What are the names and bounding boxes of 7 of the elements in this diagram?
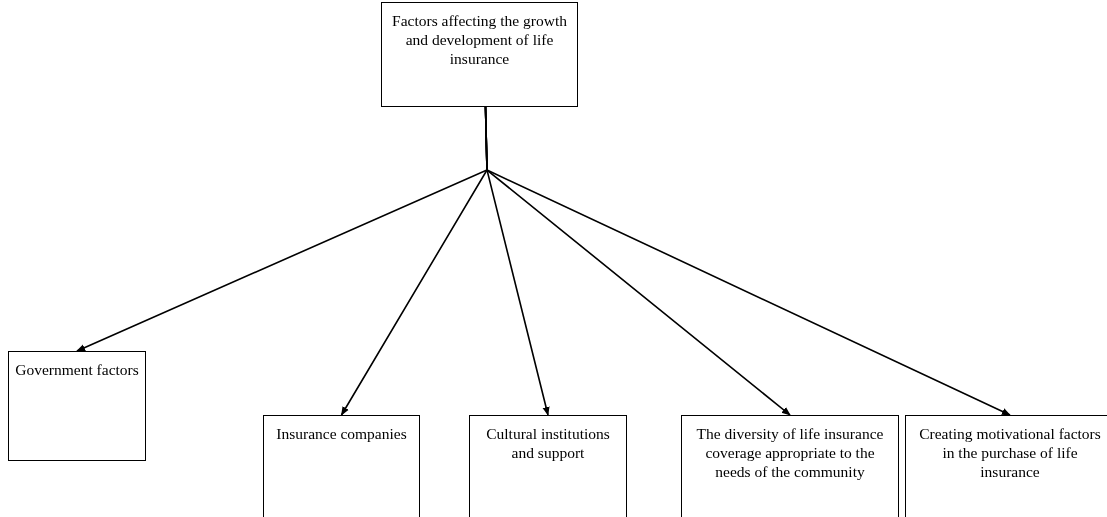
text-box: Insurance companies [263, 415, 420, 517]
text-box: Creating motivational factors in the purchase of life insurance [905, 415, 1107, 517]
text-box: Factors affecting the growth and development of life insurance [381, 2, 578, 107]
text-box: Cultural institutions and support [469, 415, 627, 517]
arrow [484, 106, 1011, 416]
text-box: The diversity of life insurance coverage appropriate to the needs of the community [681, 415, 899, 517]
text-box: Government factors [8, 351, 146, 461]
